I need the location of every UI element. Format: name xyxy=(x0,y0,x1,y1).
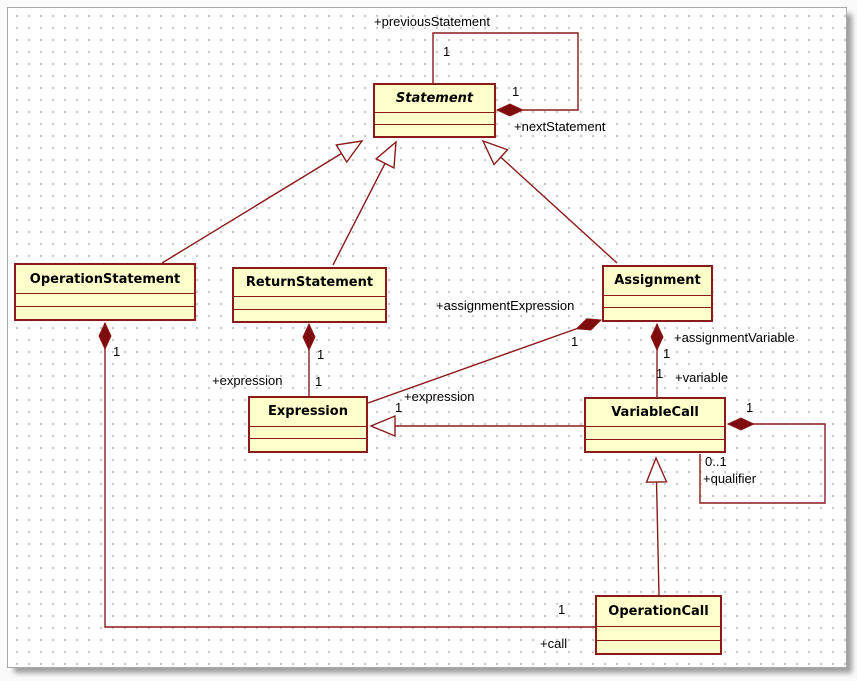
label-assignment-expression: +assignmentExpression xyxy=(436,298,575,313)
multiplicity-next: 1 xyxy=(512,84,520,99)
class-name: OperationCall xyxy=(608,604,709,620)
operations-compartment xyxy=(604,307,711,320)
composition-operationstatement-operationcall xyxy=(105,323,595,628)
class-title: OperationStatement xyxy=(16,265,194,293)
class-title: ReturnStatement xyxy=(234,269,385,296)
operations-compartment xyxy=(16,306,194,319)
attributes-compartment xyxy=(234,296,385,308)
class-name: OperationStatement xyxy=(29,271,181,287)
operations-compartment xyxy=(250,438,366,451)
attributes-compartment xyxy=(16,293,194,306)
association-variablecall-self-qualifier xyxy=(699,424,826,504)
class-title: Statement xyxy=(375,85,494,112)
generalization-returnstatement-statement xyxy=(332,142,396,266)
attributes-compartment xyxy=(586,426,724,438)
class-name: Expression xyxy=(268,404,348,420)
attributes-compartment xyxy=(597,626,720,639)
attributes-compartment xyxy=(375,111,494,124)
label-expression-return: +expression xyxy=(212,373,283,388)
attributes-compartment xyxy=(604,294,711,308)
class-operationstatement: OperationStatement xyxy=(14,263,196,321)
composition-assignment-expression xyxy=(367,320,601,404)
multiplicity-previous: 1 xyxy=(443,44,451,59)
class-title: Expression xyxy=(250,398,366,426)
operations-compartment xyxy=(597,639,720,653)
class-name: Statement xyxy=(395,90,474,106)
class-name: VariableCall xyxy=(611,405,699,421)
class-variablecall: VariableCall xyxy=(584,397,726,453)
class-title: Assignment xyxy=(604,267,711,295)
class-name: ReturnStatement xyxy=(245,275,374,291)
multiplicity-return-expr-diamond: 1 xyxy=(317,347,325,362)
class-returnstatement: ReturnStatement xyxy=(232,267,387,323)
operations-compartment xyxy=(586,438,724,451)
multiplicity-call-target: 1 xyxy=(558,602,566,617)
multiplicity-return-expr-expression: 1 xyxy=(315,374,323,389)
generalization-operationstatement-statement xyxy=(161,141,362,264)
multiplicity-assignment-var-diamond: 1 xyxy=(663,346,671,361)
class-title: VariableCall xyxy=(586,399,724,426)
class-title: OperationCall xyxy=(597,597,720,626)
operations-compartment xyxy=(234,308,385,321)
label-variable: +variable xyxy=(675,370,729,385)
multiplicity-opstmt-call-source: 1 xyxy=(113,344,121,359)
label-next-statement: +nextStatement xyxy=(514,119,606,134)
operations-compartment xyxy=(375,123,494,136)
multiplicity-assignment-var-variablecall: 1 xyxy=(656,366,664,381)
class-expression: Expression xyxy=(248,396,368,453)
multiplicity-qualifier-source: 1 xyxy=(746,400,754,415)
class-statement: Statement xyxy=(373,83,496,138)
generalization-assignment-statement xyxy=(483,141,618,264)
class-name: Assignment xyxy=(614,273,701,289)
multiplicity-assignment-expr: 1 xyxy=(571,334,579,349)
attributes-compartment xyxy=(250,425,366,439)
class-assignment: Assignment xyxy=(602,265,713,322)
label-previous-statement: +previousStatement xyxy=(374,14,490,29)
class-operationcall: OperationCall xyxy=(595,595,722,655)
label-assignment-variable: +assignmentVariable xyxy=(674,330,795,345)
multiplicity-qualifier-target: 0..1 xyxy=(705,454,727,469)
label-call: +call xyxy=(540,636,568,651)
multiplicity-variablecall-expr: 1 xyxy=(395,400,403,415)
association-statement-self xyxy=(432,32,579,110)
label-qualifier: +qualifier xyxy=(703,471,757,486)
label-expression-variablecall: +expression xyxy=(404,389,475,404)
generalization-operationcall-variablecall xyxy=(656,458,659,596)
